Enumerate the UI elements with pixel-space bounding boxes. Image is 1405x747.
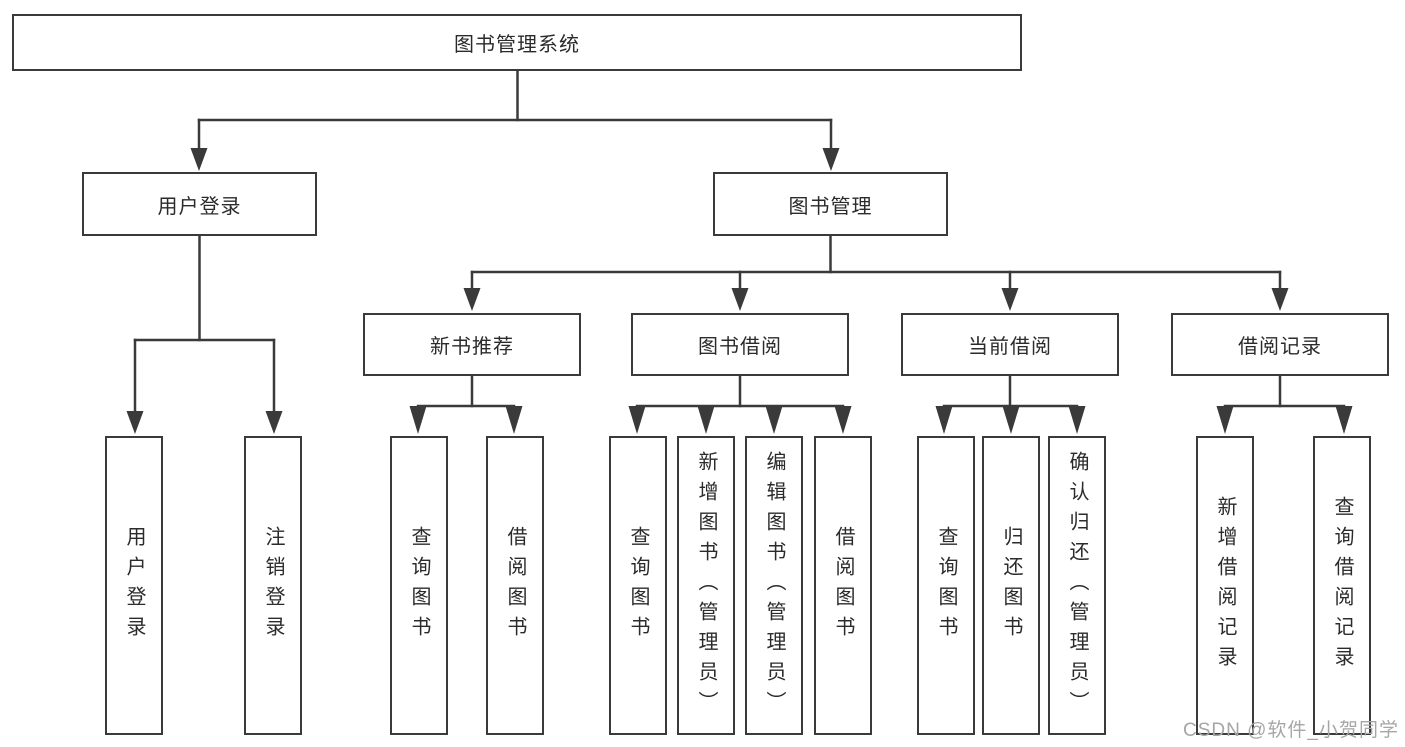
node-logout: 注销登录 [244,436,302,735]
node-library-system: 图书管理系统 [12,14,1022,71]
node-borrow-books-recommend: 借阅图书 [486,436,544,735]
node-label: 借阅图书 [504,525,526,646]
connector-book-borrowing [628,374,852,434]
node-new-book-recommend: 新书推荐 [363,313,581,376]
node-borrow-books: 借阅图书 [814,436,872,735]
node-label: 确认归还（管理员） [1066,450,1088,721]
node-label: 新书推荐 [430,336,514,358]
node-login: 用户登录 [105,436,163,735]
node-return-books: 归还图书 [982,436,1040,735]
connector-current-borrowing [935,374,1086,434]
node-book-borrowing: 图书借阅 [631,313,849,376]
node-label: 注销登录 [262,525,284,646]
node-user-login: 用户登录 [82,172,317,236]
node-label: 用户登录 [123,525,145,646]
node-label: 借阅图书 [832,525,854,646]
node-label: 图书管理系统 [454,34,580,56]
node-label: 新增借阅记录 [1214,495,1236,676]
node-label: 归还图书 [1000,525,1022,646]
node-edit-book-admin: 编辑图书（管理员） [745,436,803,735]
connector-book-management [463,234,1289,311]
watermark: CSDN @软件_小贺同学 [1183,720,1399,741]
node-label: 新增图书（管理员） [695,450,717,721]
node-label: 查询图书 [627,525,649,646]
connector-new-book-recommend [409,374,523,434]
node-label: 编辑图书（管理员） [763,450,785,721]
node-label: 借阅记录 [1238,336,1322,358]
connector-root [190,68,840,171]
connector-borrowing-records [1216,374,1353,434]
node-label: 用户登录 [157,195,242,218]
node-query-books-recommend: 查询图书 [390,436,448,735]
node-confirm-return-admin: 确认归还（管理员） [1048,436,1106,735]
node-borrowing-records: 借阅记录 [1171,313,1389,376]
node-query-books-current: 查询图书 [917,436,975,735]
node-label: 查询图书 [935,525,957,646]
connector-user-login [126,234,283,434]
node-query-books-borrowing: 查询图书 [609,436,667,735]
node-current-borrowing: 当前借阅 [901,313,1119,376]
node-add-book-admin: 新增图书（管理员） [677,436,735,735]
node-book-management: 图书管理 [713,172,948,236]
node-label: 图书管理 [788,195,873,218]
node-add-borrow-record: 新增借阅记录 [1196,436,1254,735]
node-label: 当前借阅 [968,336,1052,358]
node-label: 查询借阅记录 [1331,495,1353,676]
node-label: 图书借阅 [698,336,782,358]
node-label: 查询图书 [408,525,430,646]
node-query-borrow-record: 查询借阅记录 [1313,436,1371,735]
